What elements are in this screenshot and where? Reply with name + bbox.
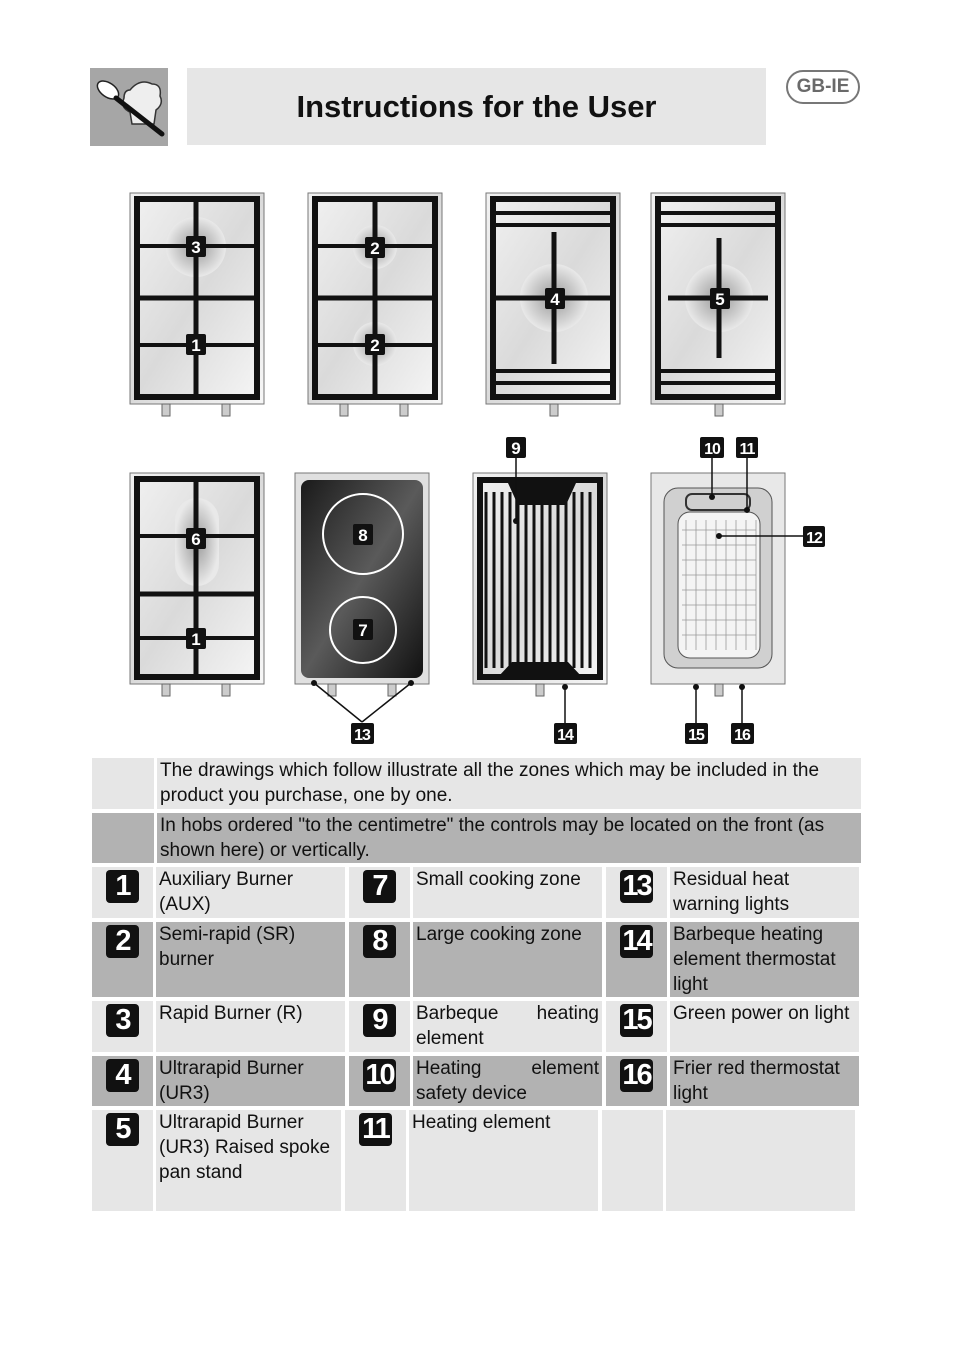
callout-7: 7 <box>353 619 373 640</box>
spoon-chef-hat-icon <box>96 80 165 137</box>
svg-text:11: 11 <box>740 441 756 458</box>
svg-text:8: 8 <box>358 526 367 545</box>
callout-15: 15 <box>685 723 708 744</box>
legend-number: 3 <box>106 1004 139 1037</box>
logo <box>90 68 168 146</box>
svg-text:7: 7 <box>358 621 367 640</box>
hob-zones-diagram: 3 1 2 2 4 5 6 1 8 7 9 10 11 12 13 14 15 … <box>129 192 825 744</box>
hob-module-semi-rapid <box>307 192 443 417</box>
svg-text:16: 16 <box>734 727 751 744</box>
callout-4: 4 <box>545 288 565 309</box>
svg-text:2: 2 <box>370 336 379 355</box>
callout-2: 2 <box>365 334 385 355</box>
svg-text:1: 1 <box>191 336 200 355</box>
intro-note-1: The drawings which follow illustrate all… <box>92 758 861 809</box>
legend-number: 5 <box>106 1113 139 1146</box>
callout-12: 12 <box>803 526 825 547</box>
legend-label: Small cooking zone <box>413 867 602 918</box>
legend-number: 13 <box>620 870 653 903</box>
intro-note-2: In hobs ordered "to the centimetre" the … <box>92 813 861 863</box>
legend-table: 1 Auxiliary Burner (AUX) 7 Small cooking… <box>92 867 861 1215</box>
svg-text:15: 15 <box>688 727 705 744</box>
intro-text-2: In hobs ordered "to the centimetre" the … <box>157 813 861 863</box>
legend-number: 2 <box>106 925 139 958</box>
legend-row: 3 Rapid Burner (R) 9 Barbeque heating el… <box>92 1001 861 1052</box>
callout-6: 6 <box>186 528 206 549</box>
legend-row: 5 Ultrarapid Burner (UR3) Raised spoke p… <box>92 1110 861 1211</box>
svg-text:1: 1 <box>191 630 200 649</box>
legend-label: Frier red thermostat light <box>670 1056 859 1106</box>
svg-text:14: 14 <box>557 727 574 744</box>
legend-row: 1 Auxiliary Burner (AUX) 7 Small cooking… <box>92 867 861 918</box>
page-title: Instructions for the User <box>296 88 657 124</box>
legend-label: Ultrarapid Burner (UR3) <box>156 1056 345 1106</box>
callout-3: 3 <box>186 236 206 257</box>
callout-8: 8 <box>353 524 373 545</box>
legend-label: Semi-rapid (SR) burner <box>156 922 345 997</box>
legend-row: 2 Semi-rapid (SR) burner 8 Large cooking… <box>92 922 861 997</box>
legend-label: Rapid Burner (R) <box>156 1001 345 1052</box>
hob-module-fish-burner <box>129 472 265 697</box>
legend-number: 11 <box>359 1113 392 1146</box>
legend-label: Heating element safety device <box>413 1056 602 1106</box>
callout-11: 11 <box>736 437 758 458</box>
svg-text:6: 6 <box>191 530 200 549</box>
legend-label: Ultrarapid Burner (UR3) Raised spoke pan… <box>156 1110 341 1211</box>
legend-number: 16 <box>620 1059 653 1092</box>
callout-13: 13 <box>351 723 374 744</box>
legend-label: Barbeque heating element thermostat ligh… <box>670 922 859 997</box>
language-badge: GB-IE <box>786 70 860 104</box>
svg-text:10: 10 <box>704 441 721 458</box>
legend-number: 8 <box>363 925 396 958</box>
hob-module-barbeque <box>472 458 608 723</box>
legend-label: Residual heat warning lights <box>670 867 859 918</box>
legend-label: Auxiliary Burner (AUX) <box>156 867 345 918</box>
svg-text:12: 12 <box>806 530 823 547</box>
intro-text-1: The drawings which follow illustrate all… <box>157 758 861 809</box>
legend-number: 15 <box>620 1004 653 1037</box>
legend-number: 14 <box>620 925 653 958</box>
svg-text:13: 13 <box>354 727 371 744</box>
callout-9: 9 <box>506 437 526 458</box>
callout-1: 1 <box>186 628 206 649</box>
legend-label: Heating element <box>409 1110 598 1211</box>
callout-1: 1 <box>186 334 206 355</box>
hob-module-aux-rapid <box>129 192 265 417</box>
svg-text:5: 5 <box>715 290 724 309</box>
callout-10: 10 <box>700 437 724 458</box>
legend-number: 1 <box>106 870 139 903</box>
callout-5: 5 <box>710 288 730 309</box>
legend-number: 7 <box>363 870 396 903</box>
legend-label: Barbeque heating element <box>413 1001 602 1052</box>
callout-2: 2 <box>365 237 385 258</box>
callout-14: 14 <box>554 723 577 744</box>
svg-text:4: 4 <box>550 290 560 309</box>
callout-16: 16 <box>731 723 754 744</box>
svg-text:3: 3 <box>191 238 200 257</box>
svg-text:2: 2 <box>370 239 379 258</box>
legend-row: 4 Ultrarapid Burner (UR3) 10 Heating ele… <box>92 1056 861 1106</box>
hob-module-electric <box>294 472 430 723</box>
legend-label: Large cooking zone <box>413 922 602 997</box>
hob-module-frier <box>650 458 804 723</box>
page-title-banner: Instructions for the User <box>187 68 766 145</box>
legend-number: 9 <box>363 1004 396 1037</box>
legend-label: Green power on light <box>670 1001 859 1052</box>
legend-number: 10 <box>363 1059 396 1092</box>
svg-text:9: 9 <box>511 439 520 458</box>
legend-number: 4 <box>106 1059 139 1092</box>
